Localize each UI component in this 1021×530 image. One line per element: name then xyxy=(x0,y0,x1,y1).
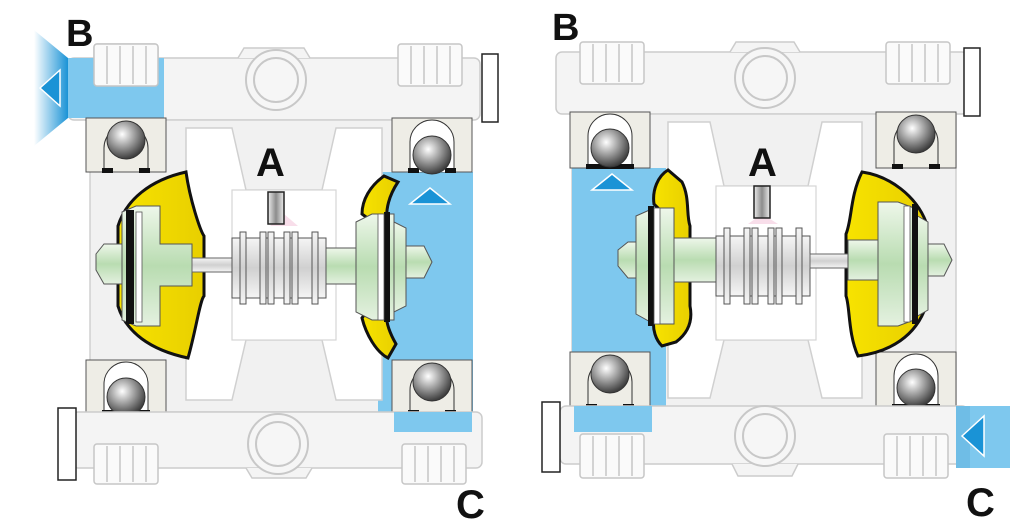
bottom-manifold xyxy=(541,401,1010,479)
check-valve xyxy=(875,351,957,409)
flow-arrow-up xyxy=(407,187,453,205)
label-inlet: C xyxy=(966,481,995,525)
port-cap xyxy=(541,401,561,473)
piston-left xyxy=(617,206,719,326)
flow-arrow-up xyxy=(589,173,635,191)
piston-rod xyxy=(191,257,237,273)
piston-left xyxy=(95,205,193,327)
label-outlet: B xyxy=(552,7,579,49)
check-valve xyxy=(391,359,473,415)
port-cap xyxy=(963,47,981,117)
bottom-manifold xyxy=(57,407,483,485)
check-valve xyxy=(85,117,167,173)
air-valve-spool xyxy=(715,185,811,305)
label-air: A xyxy=(256,141,285,185)
check-valve xyxy=(391,117,473,175)
label-outlet: B xyxy=(66,13,93,55)
panel-stroke-2: B A C xyxy=(541,7,1010,525)
outlet-arrow xyxy=(34,30,68,146)
air-valve-spool xyxy=(231,191,327,305)
panel-stroke-1: B A C xyxy=(34,13,499,527)
piston-right xyxy=(847,201,953,327)
top-manifold xyxy=(555,41,981,117)
check-valve xyxy=(569,351,651,409)
label-inlet: C xyxy=(456,483,485,527)
check-valve xyxy=(875,111,957,169)
port-cap xyxy=(481,53,499,123)
port-cap xyxy=(57,407,77,481)
inlet-arrow xyxy=(956,406,1010,468)
piston-rod xyxy=(809,253,855,269)
check-valve xyxy=(569,111,651,169)
label-air: A xyxy=(748,141,777,185)
check-valve xyxy=(85,359,167,417)
piston-right xyxy=(325,212,433,322)
